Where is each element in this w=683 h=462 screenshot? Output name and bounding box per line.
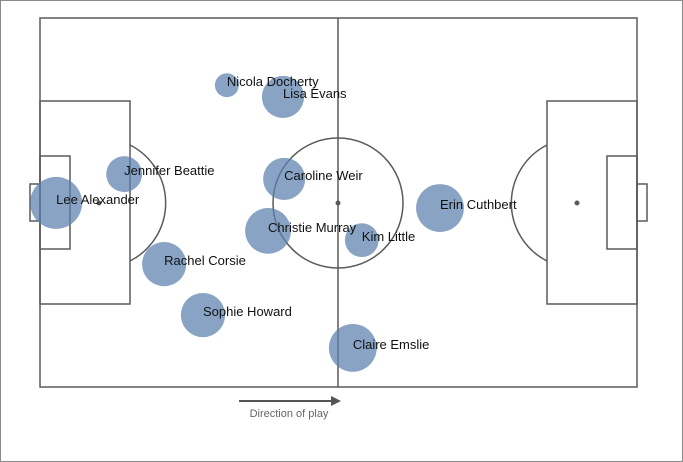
player-label: Christie Murray [268, 220, 357, 235]
player-label: Caroline Weir [284, 168, 363, 183]
center-spot [335, 200, 341, 206]
player-marker [106, 156, 143, 193]
player-marker [245, 208, 291, 254]
player-marker [142, 242, 187, 287]
player-label: Lee Alexander [56, 192, 140, 207]
player-label: Kim Little [362, 229, 415, 244]
player-marker [344, 223, 379, 258]
direction-arrow-head-icon [331, 396, 341, 406]
player-label: Sophie Howard [203, 304, 292, 319]
right-penalty-arc [510, 144, 548, 262]
player-label: Erin Cuthbert [440, 197, 517, 212]
direction-of-play: Direction of play [239, 396, 341, 420]
player-label: Claire Emslie [353, 337, 430, 352]
player-marker [214, 73, 239, 98]
left-penalty-arc [129, 144, 167, 262]
left-penalty-spot [96, 200, 102, 206]
player-marker [328, 323, 377, 372]
player-marker [416, 184, 464, 232]
player-marker [30, 176, 83, 229]
player-marker [261, 75, 305, 119]
player-label: Rachel Corsie [164, 253, 246, 268]
right-goal [636, 183, 648, 222]
center-circle [272, 137, 404, 269]
player-marker [180, 292, 226, 338]
right-penalty-spot [574, 200, 580, 206]
player-label: Nicola Docherty [227, 74, 319, 89]
right-goal-area [606, 155, 638, 250]
player-marker [263, 157, 306, 200]
player-label: Lisa Evans [283, 86, 347, 101]
direction-label: Direction of play [250, 408, 329, 420]
player-label: Jennifer Beattie [124, 163, 214, 178]
right-penalty-box [546, 100, 638, 305]
